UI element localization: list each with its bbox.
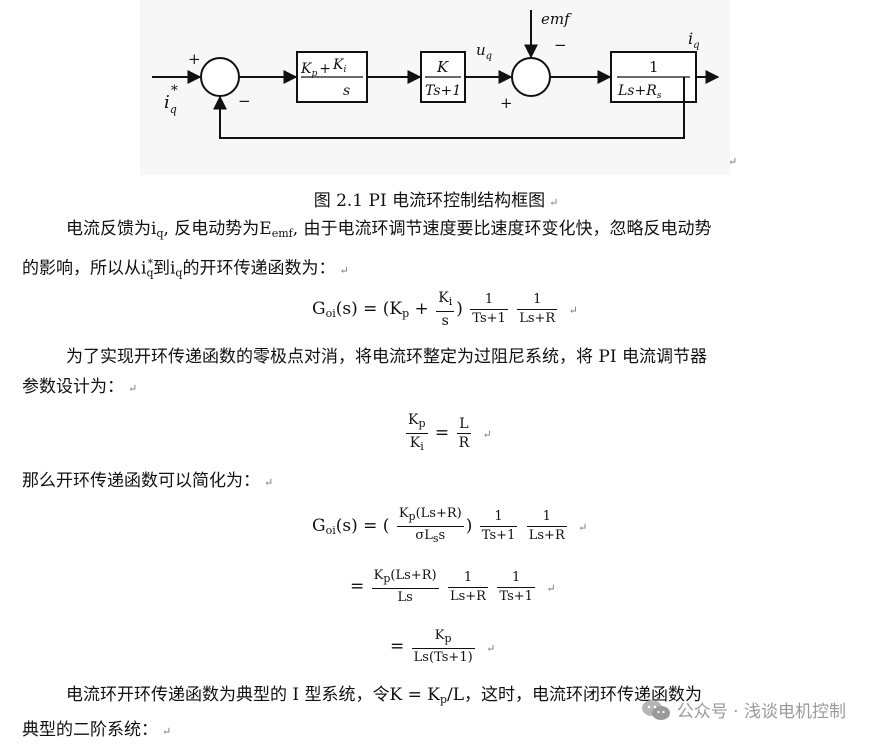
wechat-watermark: 公众号 · 浅谈电机控制 — [641, 697, 846, 722]
plant-denominator: Ls+Rs — [617, 83, 662, 101]
plus-sign-2: + — [500, 94, 513, 112]
k-numerator: K — [436, 58, 449, 76]
minus-sign-1: − — [238, 92, 251, 110]
paragraph-2: 为了实现开环传递函数的零极点对消，将电流环整定为过阻尼系统，将 PI 电流调节器… — [22, 347, 707, 397]
input-label: iq* — [164, 83, 178, 116]
figure-caption: 图 2.1 PI 电流环控制结构框图↵ — [313, 191, 559, 211]
paragraph-4: 电流环开环传递函数为典型的 I 型系统，令K = Kp/L，这时，电流环闭环传递… — [22, 685, 703, 740]
plant-numerator: 1 — [649, 58, 659, 76]
plus-sign-1: + — [188, 50, 201, 68]
minus-sign-2: − — [554, 36, 567, 54]
summing-junction-1 — [200, 57, 240, 97]
paragraph-1: 电流反馈为iq, 反电动势为Eemf, 由于电流环调节速度要比速度环变化快，忽略… — [22, 219, 712, 280]
summing-junction-2 — [511, 57, 551, 97]
paragraph-3: 那么开环传递函数可以简化为：↵ — [22, 471, 274, 491]
return-mark: ↵ — [728, 155, 738, 168]
emf-label: emf — [541, 10, 572, 28]
watermark-text: 公众号 · 浅谈电机控制 — [676, 702, 846, 722]
output-label: iq — [688, 29, 700, 51]
k-denominator: Ts+1 — [425, 83, 461, 99]
uq-label: uq — [476, 41, 492, 62]
feedback-path — [213, 77, 685, 139]
wechat-icon — [641, 699, 670, 720]
pi-denominator: s — [343, 83, 350, 99]
pi-numerator: Kp+Ki — [300, 57, 346, 79]
pi-current-loop-block-diagram: iq* + − Kp+Ki s K Ts+1 uq emf − + 1 Ls+R… — [140, 0, 730, 175]
